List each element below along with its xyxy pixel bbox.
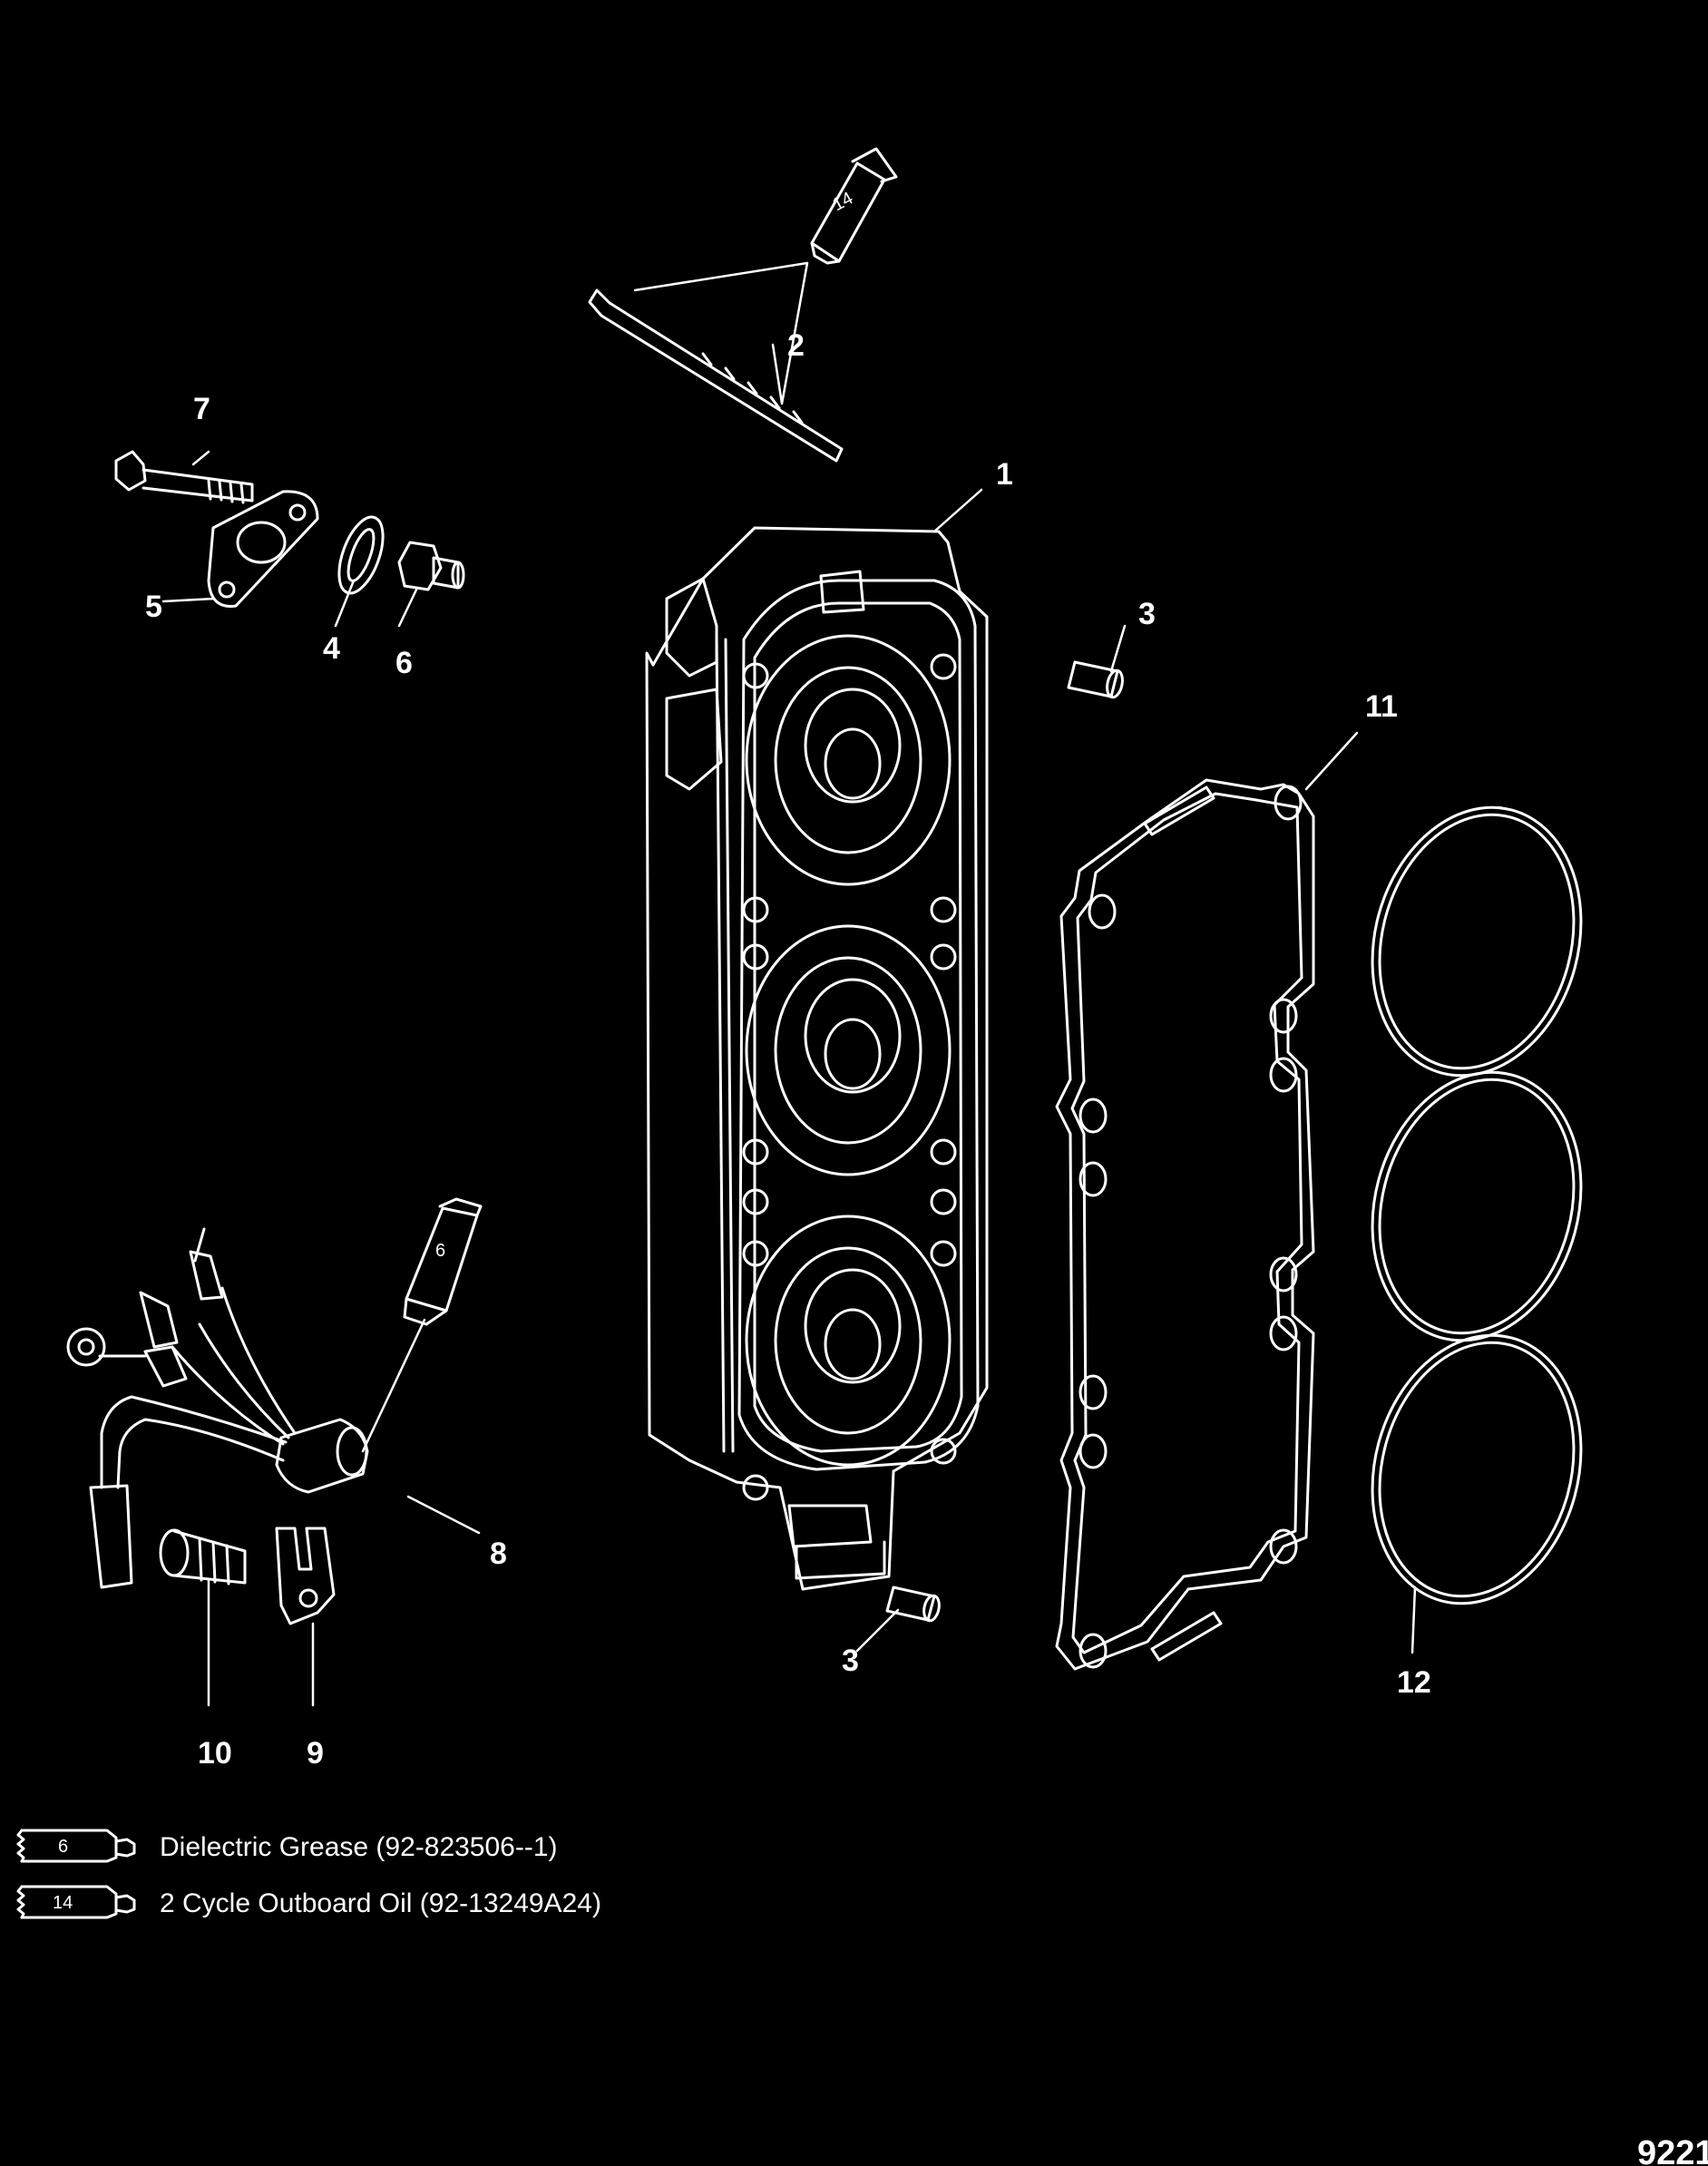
- lubricant-tube-14-icon: [810, 147, 898, 265]
- callout-3-lower: 3: [842, 1644, 859, 1678]
- legend-tube-14-number: 14: [53, 1893, 73, 1913]
- leader-lines: [161, 261, 1417, 1707]
- legend-outboard-oil: 2 Cycle Outboard Oil (92-13249A24): [160, 1888, 601, 1918]
- legend-dielectric-grease: Dielectric Grease (92-823506--1): [160, 1832, 558, 1862]
- legend-tube-14-icon: [16, 1885, 136, 1919]
- small-bolt-part: [114, 450, 254, 504]
- tube-label-6: 6: [435, 1241, 445, 1261]
- sensor-harness-part: [66, 1227, 369, 1589]
- dowel-pin-upper-part: [1067, 660, 1124, 699]
- legend-tube-6-number: 6: [58, 1837, 68, 1857]
- callout-5: 5: [145, 590, 162, 624]
- callout-3-upper: 3: [1138, 597, 1156, 631]
- callout-8: 8: [490, 1537, 507, 1571]
- screw-part: [159, 1528, 247, 1585]
- callout-11: 11: [1365, 689, 1398, 724]
- callout-4: 4: [323, 631, 340, 666]
- o-ring-upper-part: [1371, 805, 1583, 1078]
- head-gasket-part: [1055, 778, 1315, 1671]
- washer-part: [337, 515, 385, 595]
- callout-6: 6: [395, 646, 413, 680]
- callout-1: 1: [996, 457, 1013, 492]
- dowel-pin-lower-part: [885, 1585, 941, 1623]
- flange-plate-part: [207, 490, 319, 608]
- lubricant-tube-6-icon: [403, 1197, 483, 1326]
- callout-7: 7: [193, 392, 210, 426]
- fitting-part: [397, 541, 465, 591]
- callout-9: 9: [307, 1736, 324, 1771]
- o-ring-lower-part: [1371, 1333, 1583, 1605]
- bracket-part: [275, 1527, 336, 1625]
- cylinder-head-part: [645, 526, 989, 1591]
- legend-tube-6-icon: [16, 1829, 136, 1863]
- long-head-bolt-part: [588, 288, 844, 463]
- figure-id: 9221: [1637, 2134, 1708, 2166]
- o-ring-middle-part: [1371, 1070, 1583, 1342]
- callout-12: 12: [1397, 1665, 1431, 1700]
- callout-10: 10: [198, 1736, 232, 1771]
- callout-2: 2: [787, 328, 805, 363]
